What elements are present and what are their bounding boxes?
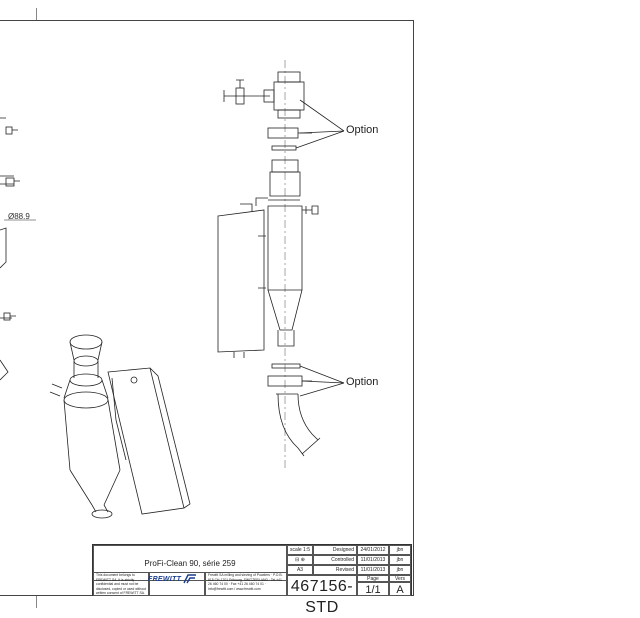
- option-label-top: Option: [346, 124, 379, 136]
- left-partial-view: [0, 117, 36, 381]
- company-address: Frewitt SA milling and sieving of Powder…: [205, 572, 287, 596]
- controlled-by: jbn: [389, 555, 411, 565]
- diameter-dimension: Ø88.9: [8, 212, 30, 221]
- main-assembly: [217, 60, 345, 470]
- revised-by: jbn: [389, 565, 411, 575]
- frewitt-logo: FREWITT: [148, 574, 197, 584]
- page-number: 1/1: [357, 582, 389, 596]
- version-label: Vers: [389, 575, 411, 582]
- drawing-title: ProFi-Clean 90, série 259: [93, 545, 287, 581]
- company-name: FREWITT: [148, 575, 182, 583]
- logo-cell: [149, 572, 205, 596]
- confidential-notice: This document belongs to FREWITT SA. It …: [93, 572, 149, 596]
- revised-label: Revised: [313, 565, 357, 575]
- designed-label: Designed: [313, 545, 357, 555]
- designed-date: 24/01/2012: [357, 545, 389, 555]
- drawing-number: 467156-STD: [287, 575, 357, 616]
- controlled-date: 11/01/2013: [357, 555, 389, 565]
- designed-by: jbn: [389, 545, 411, 555]
- logo-mark-icon: [183, 574, 197, 584]
- controlled-label: Controlled: [313, 555, 357, 565]
- page-label: Page: [357, 575, 389, 582]
- frame-tick-bottom: [36, 596, 37, 608]
- scale: scale 1:5: [287, 545, 313, 555]
- isometric-view: [49, 334, 191, 519]
- option-label-bottom: Option: [346, 376, 379, 388]
- frame-tick-top: [36, 8, 37, 20]
- title-block: ProFi-Clean 90, série 259 This document …: [92, 544, 412, 616]
- version-number: A: [389, 582, 411, 596]
- revised-date: 11/01/2013: [357, 565, 389, 575]
- sheet-format: A3: [287, 565, 313, 575]
- projection-symbol: ⊟ ⊕: [287, 555, 313, 565]
